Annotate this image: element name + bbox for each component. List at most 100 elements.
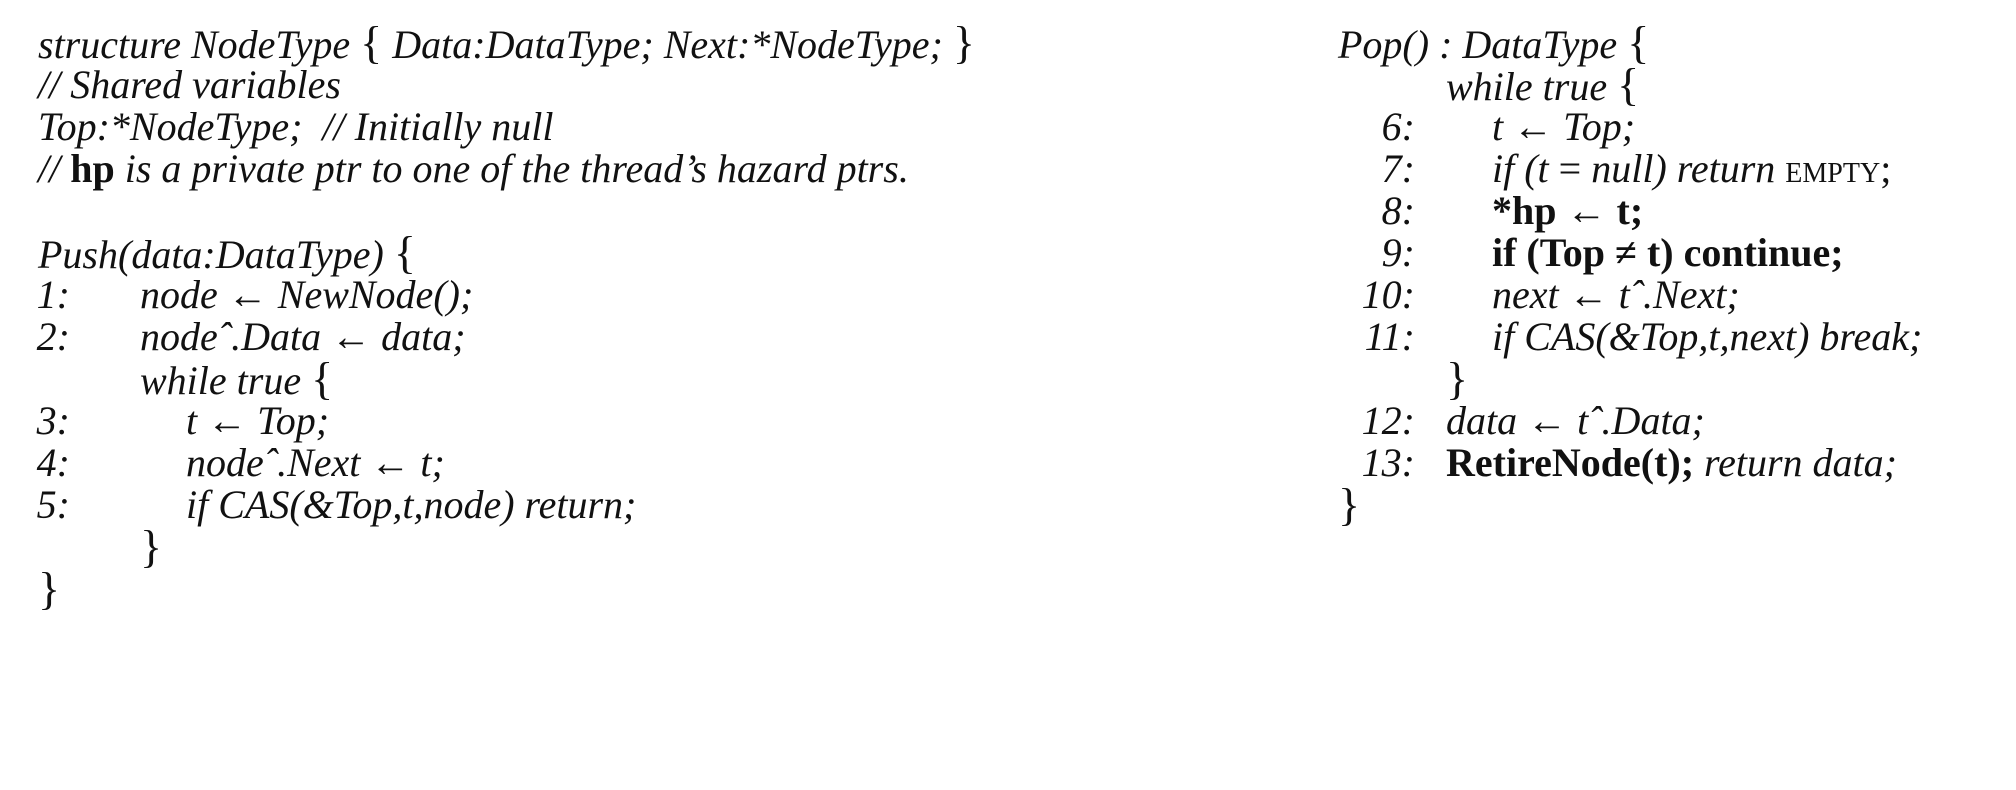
line-number: 3:	[36, 398, 70, 443]
right-code-line: }	[1300, 352, 2016, 406]
code-token: }	[952, 17, 975, 68]
code-token: }	[1446, 353, 1469, 404]
left-code-line: // Shared variables	[0, 58, 1300, 112]
code-token: hp	[70, 146, 115, 191]
code-token: while true	[140, 358, 312, 403]
line-number: 9:	[1381, 230, 1415, 275]
code-token: next	[1492, 272, 1569, 317]
left-code-line: 1: node ← NewNode();	[0, 268, 1300, 322]
code-token: {	[1617, 59, 1640, 110]
code-token: data	[1446, 398, 1528, 443]
code-token: Top;	[1553, 104, 1636, 149]
code-token: while true	[1446, 64, 1618, 109]
code-token: }	[140, 521, 163, 572]
code-token: t	[186, 398, 208, 443]
code-token: return data;	[1694, 440, 1897, 485]
code-token: nodeˆ.Next	[186, 440, 371, 485]
code-token: {	[1627, 17, 1650, 68]
code-token: NewNode();	[267, 272, 474, 317]
code-token: ←	[1568, 272, 1609, 317]
right-code-line: Pop() : DataType {	[1300, 16, 2016, 70]
code-token: if CAS(&Top,t,node) return;	[186, 482, 637, 527]
code-token: if (t	[1492, 146, 1559, 191]
code-text: RetireNode(t); return data;	[1446, 436, 1897, 490]
line-number: 10:	[1361, 272, 1415, 317]
code-token: ←	[207, 398, 248, 443]
left-code-line: // hp is a private ptr to one of the thr…	[0, 142, 1300, 196]
code-token: Data:DataType; Next:*NodeType;	[382, 22, 953, 67]
code-text: }	[38, 562, 60, 618]
code-token: tˆ.Next;	[1608, 272, 1740, 317]
line-number: 4:	[36, 440, 70, 485]
code-token: }	[1338, 479, 1361, 530]
code-text: // Shared variables	[38, 58, 341, 112]
code-text: while true {	[140, 352, 333, 408]
right-code-line: 10: next ← tˆ.Next;	[1300, 268, 2016, 322]
code-text: data ← tˆ.Data;	[1446, 394, 1705, 448]
code-token: data;	[371, 314, 466, 359]
code-text: Top:*NodeType; // Initially null	[38, 100, 554, 154]
code-text: if (t = null) return empty;	[1492, 142, 1891, 196]
right-code-line: }	[1300, 478, 2016, 532]
right-code-line: 8: *hp ← t;	[1300, 184, 2016, 238]
line-number: 2:	[36, 314, 70, 359]
code-token: Push(data:DataType)	[38, 232, 394, 277]
right-code-line: 13: RetireNode(t); return data;	[1300, 436, 2016, 490]
right-code-line: 11: if CAS(&Top,t,next) break;	[1300, 310, 2016, 364]
code-token: {	[311, 353, 334, 404]
code-text: Pop() : DataType {	[1338, 16, 1649, 72]
code-token: nodeˆ.Data	[140, 314, 332, 359]
line-number: 1:	[36, 272, 70, 317]
code-token: is a private ptr to one of the thread’s …	[114, 146, 909, 191]
code-token: {	[360, 17, 383, 68]
code-text: next ← tˆ.Next;	[1492, 268, 1740, 322]
left-code-line: while true {	[0, 352, 1300, 406]
line-number: 12:	[1361, 398, 1415, 443]
line-number: 8:	[1381, 188, 1415, 233]
code-text: }	[1338, 478, 1360, 534]
code-token: ←	[331, 314, 372, 359]
left-code-line: 3: t ← Top;	[0, 394, 1300, 448]
left-code-line: Push(data:DataType) {	[0, 226, 1300, 280]
code-token: ←	[1513, 104, 1554, 149]
code-token: Pop() : DataType	[1338, 22, 1628, 67]
code-token: ;	[1880, 146, 1892, 191]
code-token: t;	[410, 440, 445, 485]
left-code-line: Top:*NodeType; // Initially null	[0, 100, 1300, 154]
code-token: Top:*NodeType; // Initially null	[38, 104, 554, 149]
line-number: 11:	[1364, 314, 1415, 359]
left-code-line: }	[0, 520, 1300, 574]
left-code-line: structure NodeType { Data:DataType; Next…	[0, 16, 1300, 70]
left-code-line: 5: if CAS(&Top,t,node) return;	[0, 478, 1300, 532]
code-token: t	[1492, 104, 1514, 149]
code-text: if (Top ≠ t) continue;	[1492, 226, 1844, 280]
code-token: }	[38, 563, 61, 614]
code-token: empty	[1785, 146, 1881, 191]
code-token: null) return	[1581, 146, 1786, 191]
code-text: nodeˆ.Data ← data;	[140, 310, 466, 364]
line-number: 7:	[1381, 146, 1415, 191]
code-text: while true {	[1446, 58, 1639, 114]
code-token: //	[38, 146, 71, 191]
right-code-line: 12: data ← tˆ.Data;	[1300, 394, 2016, 448]
code-token: *hp ← t;	[1492, 188, 1644, 233]
code-text: node ← NewNode();	[140, 268, 473, 322]
code-text: if CAS(&Top,t,node) return;	[186, 478, 636, 532]
code-text: if CAS(&Top,t,next) break;	[1492, 310, 1922, 364]
code-token: structure NodeType	[38, 22, 361, 67]
line-number: 13:	[1361, 440, 1415, 485]
code-text: }	[1446, 352, 1468, 408]
code-token: tˆ.Data;	[1567, 398, 1705, 443]
code-token: RetireNode(t);	[1446, 440, 1695, 485]
right-code-line: 9: if (Top ≠ t) continue;	[1300, 226, 2016, 280]
code-text: }	[140, 520, 162, 576]
code-text: Push(data:DataType) {	[38, 226, 416, 282]
code-text: // hp is a private ptr to one of the thr…	[38, 142, 909, 196]
right-code-line: 7: if (t = null) return empty;	[1300, 142, 2016, 196]
line-number: 5:	[36, 482, 70, 527]
code-token: {	[393, 227, 416, 278]
code-text: t ← Top;	[186, 394, 329, 448]
code-text: structure NodeType { Data:DataType; Next…	[38, 16, 975, 72]
left-code-line: 4:nodeˆ.Next ← t;	[0, 436, 1300, 490]
code-token: Top;	[247, 398, 330, 443]
